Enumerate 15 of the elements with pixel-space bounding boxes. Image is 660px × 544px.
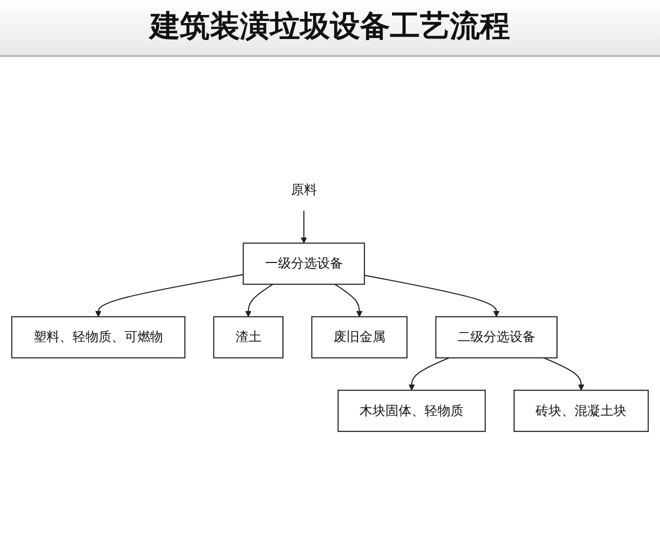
node-box: 塑料、轻物质、可燃物	[11, 316, 186, 358]
node-box: 木块固体、轻物质	[338, 390, 486, 432]
node-box: 废旧金属	[311, 316, 408, 358]
arrow	[544, 357, 584, 391]
arrow	[334, 284, 363, 318]
arrow	[245, 284, 274, 318]
node-text: 原料	[290, 182, 317, 198]
arrow	[95, 274, 244, 318]
arrow	[364, 274, 500, 318]
node-box: 二级分选设备	[435, 316, 558, 358]
arrow	[408, 357, 450, 391]
node-box: 砖块、混凝土块	[514, 390, 649, 432]
node-box: 一级分选设备	[242, 242, 365, 285]
node-box: 渣土	[213, 316, 284, 358]
arrow	[300, 210, 308, 244]
